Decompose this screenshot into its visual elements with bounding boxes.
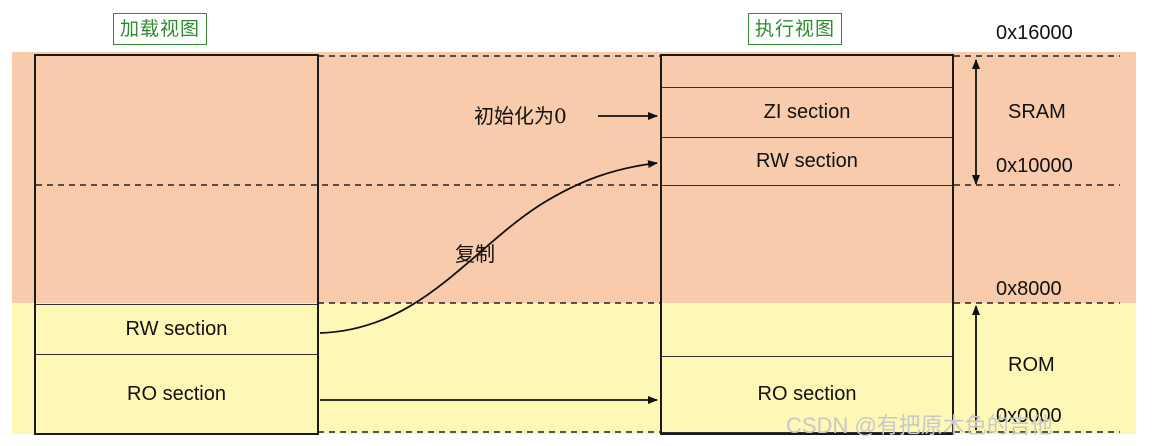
address-rom-top: 0x8000 [996,278,1062,300]
exec-view-column: ZI section RW section RO section [660,54,954,435]
exec-rw-section: RW section [662,138,952,186]
rom-label: ROM [1008,354,1055,376]
rom-region-band [12,303,1136,434]
exec-view-title: 执行视图 [748,13,843,45]
exec-top-empty-block [662,56,952,88]
init-zero-label: 初始化为0 [474,104,567,128]
load-rw-section: RW section [36,304,317,355]
sram-label: SRAM [1008,101,1066,123]
exec-zi-section: ZI section [662,88,952,138]
address-rom-base: 0x0000 [996,405,1062,427]
sram-region-band [12,52,1136,303]
address-top: 0x16000 [996,22,1073,44]
address-rw-base: 0x10000 [996,155,1073,177]
copy-arrow [319,160,658,334]
exec-ro-section: RO section [662,356,952,433]
load-view-column: RW section RO section [34,54,319,435]
load-ro-section: RO section [127,382,226,405]
csdn-watermark: CSDN @有把原木色的吉他 [786,413,1053,438]
copy-label: 复制 [455,242,495,266]
load-view-title: 加载视图 [113,13,208,45]
